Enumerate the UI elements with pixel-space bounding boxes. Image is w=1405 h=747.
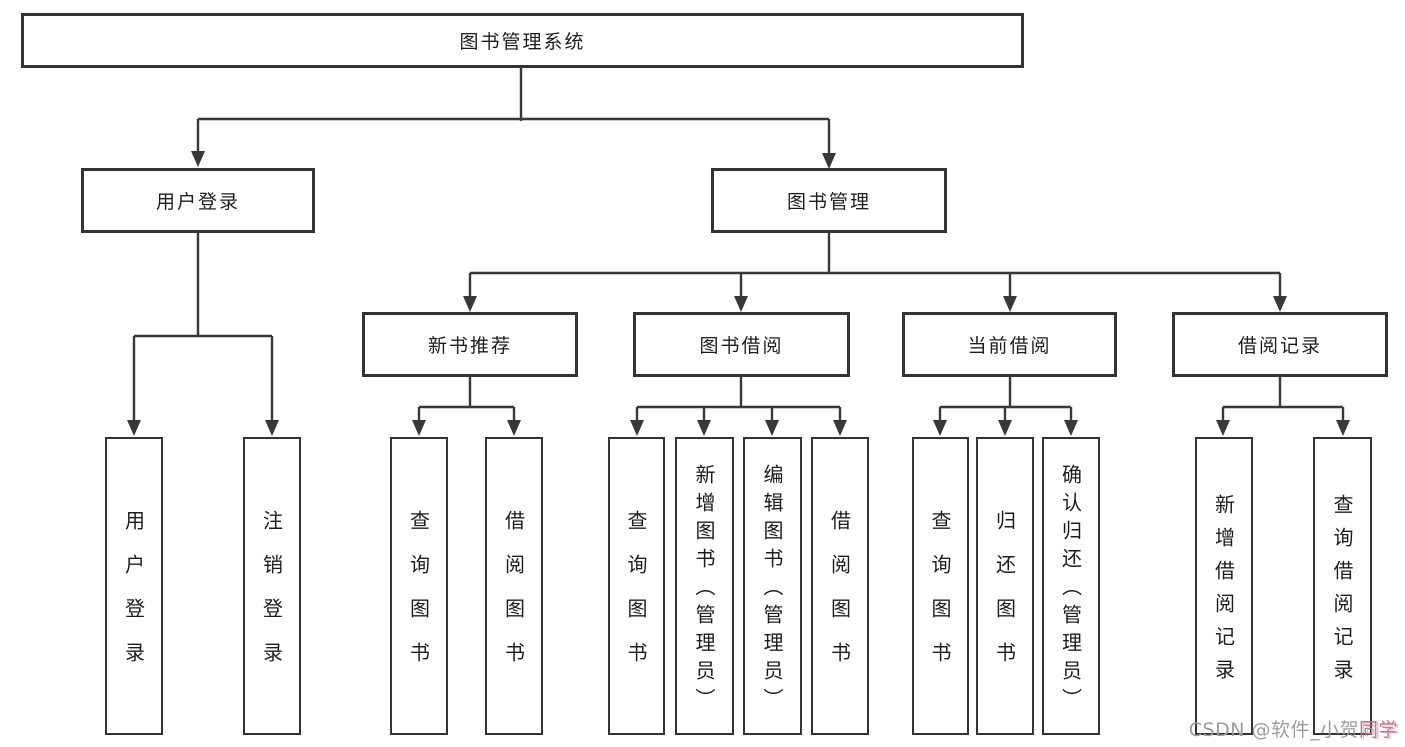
arrowhead bbox=[765, 420, 779, 436]
node-user-login: 用户登录 bbox=[81, 168, 315, 233]
arrowhead bbox=[998, 420, 1012, 436]
arrowhead bbox=[734, 296, 748, 312]
arrowhead bbox=[1003, 296, 1017, 312]
arrowhead bbox=[412, 420, 426, 436]
node-root: 图书管理系统 bbox=[21, 13, 1024, 68]
node-query-books-current: 查询图书 bbox=[912, 437, 969, 735]
node-label: 借阅图书 bbox=[827, 510, 852, 686]
arrowhead bbox=[833, 420, 847, 436]
arrowhead bbox=[697, 420, 711, 436]
node-new-book-recommend: 新书推荐 bbox=[362, 312, 578, 377]
arrowhead bbox=[265, 420, 279, 436]
arrowhead bbox=[1336, 420, 1350, 436]
node-book-borrow: 图书借阅 bbox=[633, 312, 850, 377]
node-user-login-leaf: 用户登录 bbox=[105, 437, 163, 735]
arrowhead bbox=[1064, 420, 1078, 436]
node-query-books-borrow: 查询图书 bbox=[608, 437, 665, 735]
node-label: 查询图书 bbox=[928, 510, 952, 686]
node-book-management: 图书管理 bbox=[711, 168, 947, 233]
node-label: 查询借阅记录 bbox=[1330, 493, 1354, 692]
node-label: 新增图书（管理员） bbox=[692, 464, 716, 716]
node-current-borrow: 当前借阅 bbox=[902, 312, 1117, 377]
node-return-books: 归还图书 bbox=[976, 437, 1034, 735]
arrowheads bbox=[127, 151, 1350, 436]
node-add-borrow-record: 新增借阅记录 bbox=[1195, 437, 1253, 735]
node-label: 注销登录 bbox=[259, 510, 284, 686]
node-edit-books-admin: 编辑图书（管理员） bbox=[743, 437, 802, 735]
arrowhead bbox=[507, 420, 521, 436]
arrowhead bbox=[933, 420, 947, 436]
node-borrow-books-borrow: 借阅图书 bbox=[811, 437, 869, 735]
node-query-borrow-record: 查询借阅记录 bbox=[1313, 437, 1372, 735]
arrowhead bbox=[822, 153, 836, 169]
node-label: 查询图书 bbox=[406, 510, 431, 686]
node-query-books-newbook: 查询图书 bbox=[390, 437, 448, 735]
node-add-books-admin: 新增图书（管理员） bbox=[675, 437, 734, 735]
node-label: 用户登录 bbox=[121, 510, 146, 686]
arrowhead bbox=[463, 296, 477, 312]
wire-lines bbox=[132, 67, 1345, 422]
arrowhead bbox=[191, 151, 205, 167]
node-label: 归还图书 bbox=[992, 510, 1017, 686]
arrowhead bbox=[1273, 296, 1287, 312]
watermark-accent-text: 同学 bbox=[1358, 719, 1398, 741]
csdn-watermark: CSDN @软件_小贺同学 bbox=[1189, 715, 1398, 742]
node-label: 查询图书 bbox=[624, 510, 648, 686]
node-label: 确认归还（管理员） bbox=[1058, 464, 1083, 716]
arrowhead bbox=[630, 420, 644, 436]
arrowhead bbox=[1216, 420, 1230, 436]
node-borrow-records: 借阅记录 bbox=[1172, 312, 1388, 377]
arrowhead bbox=[127, 420, 141, 436]
node-label: 借阅图书 bbox=[501, 510, 526, 686]
node-label: 编辑图书（管理员） bbox=[760, 464, 784, 716]
watermark-text: CSDN @软件_小贺 bbox=[1188, 719, 1359, 741]
node-confirm-return-admin: 确认归还（管理员） bbox=[1042, 437, 1100, 735]
node-borrow-books-newbook: 借阅图书 bbox=[485, 437, 543, 735]
node-logout-leaf: 注销登录 bbox=[243, 437, 301, 735]
node-label: 新增借阅记录 bbox=[1211, 493, 1236, 692]
